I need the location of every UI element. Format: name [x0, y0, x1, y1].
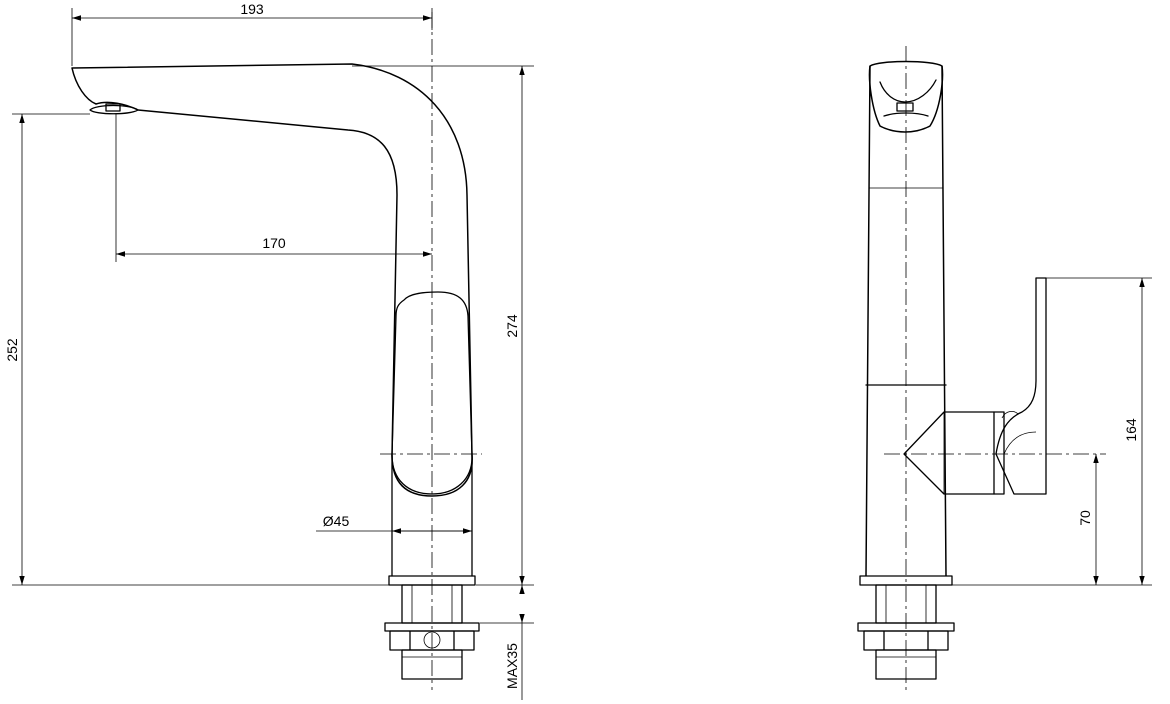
dim-max35: MAX35	[504, 643, 520, 689]
dim-70: 70	[1077, 510, 1093, 526]
hose-fitting	[401, 649, 463, 680]
spout-tip	[868, 60, 944, 133]
front-nut	[863, 630, 949, 651]
front-body	[865, 65, 947, 577]
side-dimensions: 193 170 252 274 Ø45 MAX35	[4, 1, 534, 700]
lever-cone	[903, 411, 995, 495]
dim-274: 274	[504, 314, 520, 338]
front-dimensions: 164 70	[952, 277, 1152, 586]
dim-170: 170	[262, 235, 286, 251]
front-view	[857, 46, 1106, 690]
dim-193: 193	[240, 1, 264, 17]
dim-164: 164	[1123, 418, 1139, 442]
nut	[389, 630, 475, 651]
handle-outline	[391, 291, 473, 495]
aerator	[89, 104, 139, 115]
aerator-tab	[105, 103, 121, 112]
aerator-front	[896, 102, 914, 112]
dim-diameter-45: Ø45	[323, 513, 350, 529]
side-view	[71, 12, 482, 690]
spout-outline	[71, 63, 473, 497]
dim-252: 252	[4, 338, 20, 362]
